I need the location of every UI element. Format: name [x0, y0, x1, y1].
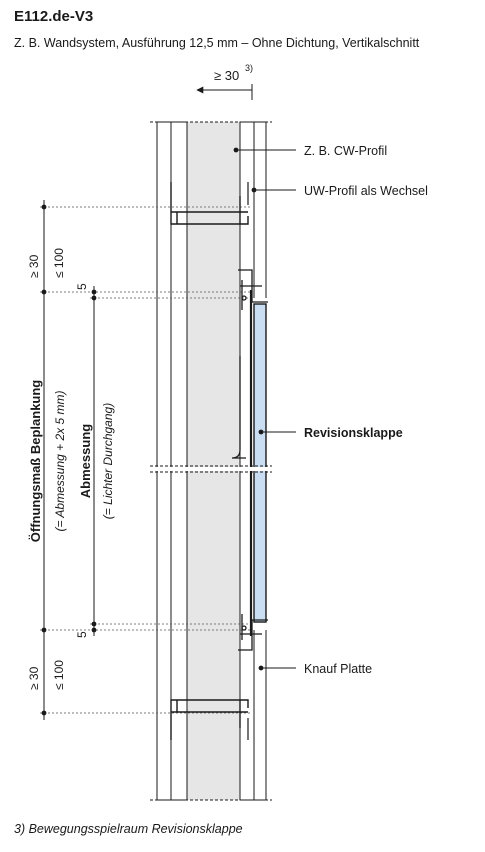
- opening-label: Öffnungsmaß Beplankung: [28, 380, 43, 543]
- opening-formula: (= Abmessung + 2x 5 mm): [53, 391, 67, 532]
- lower-gap-label: 5: [75, 631, 89, 638]
- dimension-dots: [41, 204, 97, 716]
- upper-max-label: ≤ 100: [52, 248, 66, 278]
- panel-frame-top: [238, 269, 268, 310]
- break-lines: [150, 121, 272, 801]
- top-clearance-label: ≥ 30: [214, 68, 239, 83]
- drawing-code: E112.de-V3: [14, 8, 94, 25]
- wall-core: [187, 122, 240, 800]
- reference-lines: [40, 206, 250, 714]
- access-panel: [253, 303, 267, 623]
- size-note: (= Lichter Durchgang): [101, 403, 115, 519]
- callout-dots: [233, 147, 264, 671]
- uw-profile-upper: [170, 182, 249, 225]
- latch-spring: [231, 356, 246, 459]
- callout-uw-profile: UW-Profil als Wechsel: [304, 184, 428, 198]
- panel-frame-bottom: [238, 614, 268, 651]
- left-board-outer: [156, 121, 172, 801]
- left-dimension-chain: [43, 200, 95, 720]
- drawing-description: Z. B. Wandsystem, Ausführung 12,5 mm – O…: [14, 36, 420, 50]
- left-board-inner: [170, 121, 188, 801]
- upper-gap-label: 5: [75, 283, 89, 290]
- break-gap: [150, 467, 272, 471]
- lower-max-label: ≤ 100: [52, 660, 66, 690]
- upper-min-label: ≥ 30: [27, 254, 41, 278]
- lower-min-label: ≥ 30: [27, 666, 41, 690]
- callout-access-panel: Revisionsklappe: [304, 426, 403, 440]
- callout-board: Knauf Platte: [304, 662, 372, 676]
- footnote: 3) Bewegungsspielraum Revisionsklappe: [14, 822, 243, 836]
- uw-profile-lower: [170, 699, 249, 740]
- top-clearance-note: 3): [245, 63, 253, 73]
- callout-leaders: [236, 149, 296, 669]
- callout-cw-profile: Z. B. CW-Profil: [304, 144, 387, 158]
- size-label: Abmessung: [78, 424, 93, 498]
